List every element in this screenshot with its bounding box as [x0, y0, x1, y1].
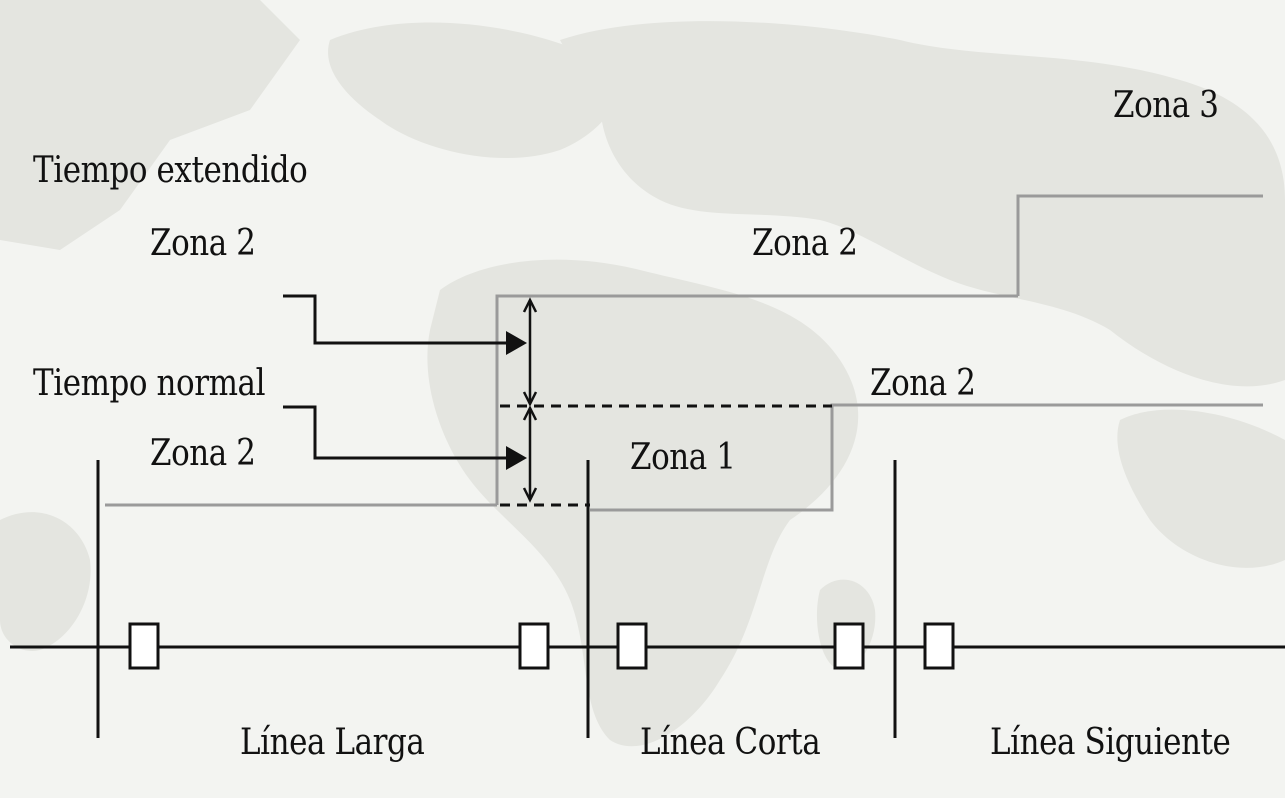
time-double-arrows — [522, 297, 538, 503]
label-zona2-upper: Zona 2 — [752, 223, 858, 264]
extended-pointer-arrow — [283, 294, 510, 345]
label-linea-siguiente: Línea Siguiente — [990, 722, 1231, 763]
normal-pointer-arrow — [283, 405, 510, 460]
label-linea-larga: Línea Larga — [240, 722, 425, 763]
normal-pointer-arrowhead — [506, 446, 527, 470]
zone2-extended-boundary — [495, 294, 1018, 505]
extended-pointer-arrowhead — [506, 331, 527, 355]
label-zona1: Zona 1 — [630, 437, 736, 478]
normal-time-arrowhead-bottom — [522, 487, 538, 503]
zone3-boundary — [1016, 194, 1263, 296]
bus-bars — [96, 460, 897, 738]
label-zona2-right: Zona 2 — [870, 363, 976, 404]
label-linea-corta: Línea Corta — [640, 722, 821, 763]
breaker-5 — [923, 622, 955, 670]
zone-boundaries — [105, 194, 1263, 512]
extended-time-arrowhead-top — [522, 297, 538, 313]
pointer-arrows — [283, 294, 510, 460]
label-tiempo-normal: Tiempo normal — [33, 363, 266, 404]
breaker-2 — [518, 622, 550, 670]
breaker-3 — [616, 622, 648, 670]
breaker-1 — [128, 622, 160, 670]
label-tiempo-extendido: Tiempo extendido — [33, 150, 308, 191]
label-zona3: Zona 3 — [1113, 85, 1219, 126]
label-zona2-normal: Zona 2 — [150, 433, 256, 474]
zone1-boundary — [590, 403, 1263, 512]
dashed-boundaries — [500, 404, 832, 507]
label-zona2-extendido: Zona 2 — [150, 223, 256, 264]
normal-time-arrowhead-top — [522, 405, 538, 421]
world-map-background — [0, 0, 1285, 747]
pointer-arrowheads — [506, 331, 527, 470]
extended-time-arrowhead-bottom — [522, 391, 538, 407]
breakers — [128, 622, 955, 670]
breaker-4 — [833, 622, 865, 670]
